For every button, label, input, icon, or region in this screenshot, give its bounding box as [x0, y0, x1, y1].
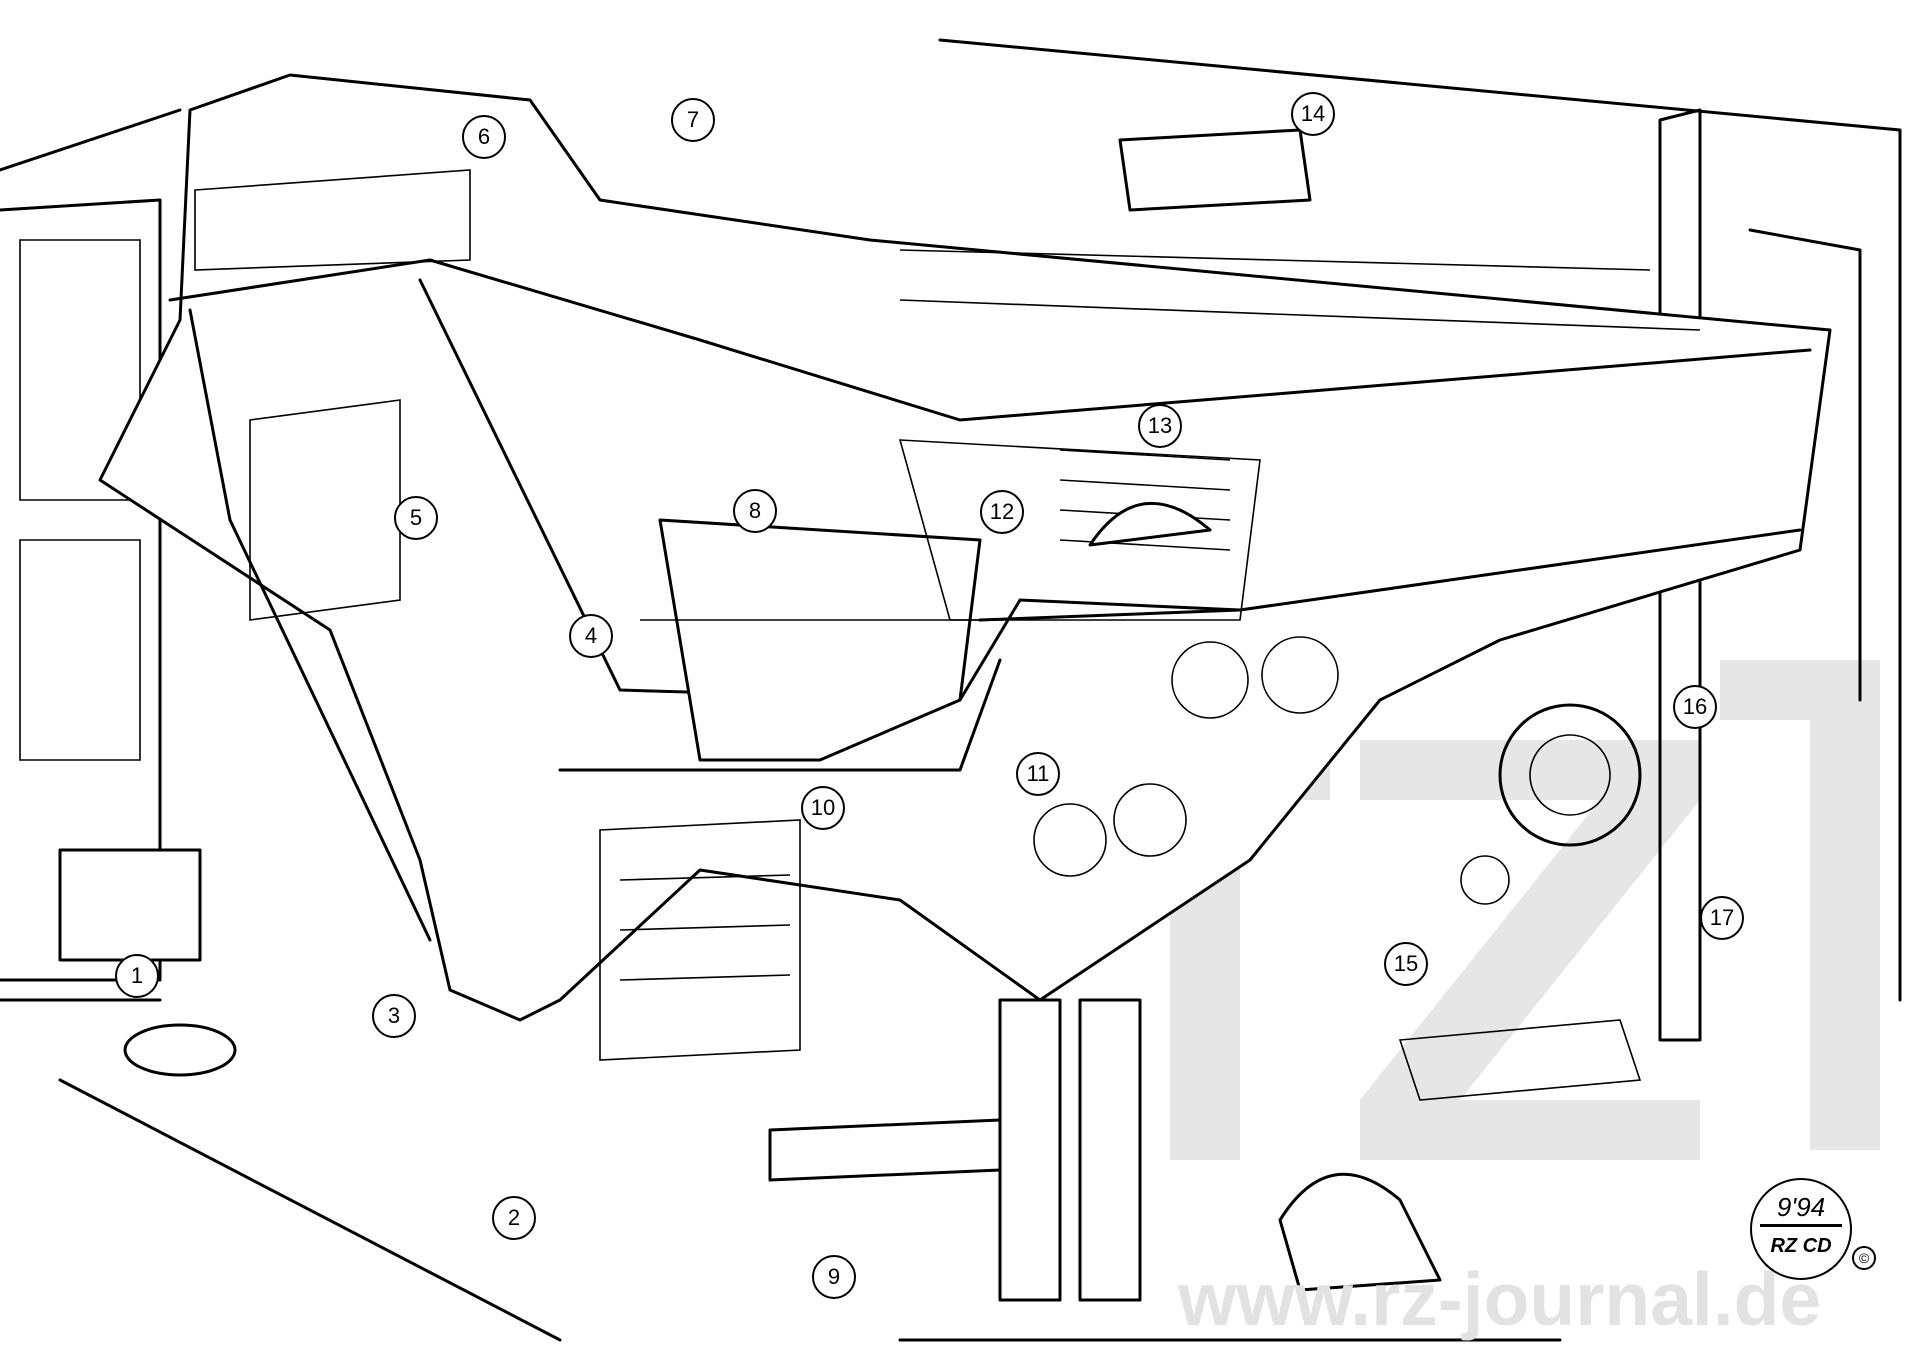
artist-signature: 9'94 RZ CD [1750, 1178, 1852, 1280]
callout-17: 17 [1700, 896, 1744, 940]
signature-date: 9'94 [1776, 1192, 1826, 1222]
callout-1: 1 [115, 954, 159, 998]
lower-deck [58, 848, 1642, 1302]
callout-4: 4 [569, 614, 613, 658]
callout-10: 10 [801, 786, 845, 830]
callout-9: 9 [812, 1255, 856, 1299]
callout-14: 14 [1291, 92, 1335, 136]
callout-5: 5 [394, 496, 438, 540]
callout-15: 15 [1384, 942, 1428, 986]
callout-11: 11 [1016, 752, 1060, 796]
callout-6: 6 [462, 115, 506, 159]
callout-8: 8 [733, 489, 777, 533]
callout-16: 16 [1673, 685, 1717, 729]
copyright-symbol: © [1852, 1246, 1876, 1270]
signature-initials: RZ CD [1770, 1235, 1832, 1257]
callout-13: 13 [1138, 404, 1182, 448]
signature-divider [1760, 1224, 1842, 1227]
callout-12: 12 [980, 490, 1024, 534]
callout-2: 2 [492, 1196, 536, 1240]
watermark-text: www.rz-journal.de [1178, 1257, 1822, 1341]
callout-3: 3 [372, 994, 416, 1038]
callout-7: 7 [671, 98, 715, 142]
